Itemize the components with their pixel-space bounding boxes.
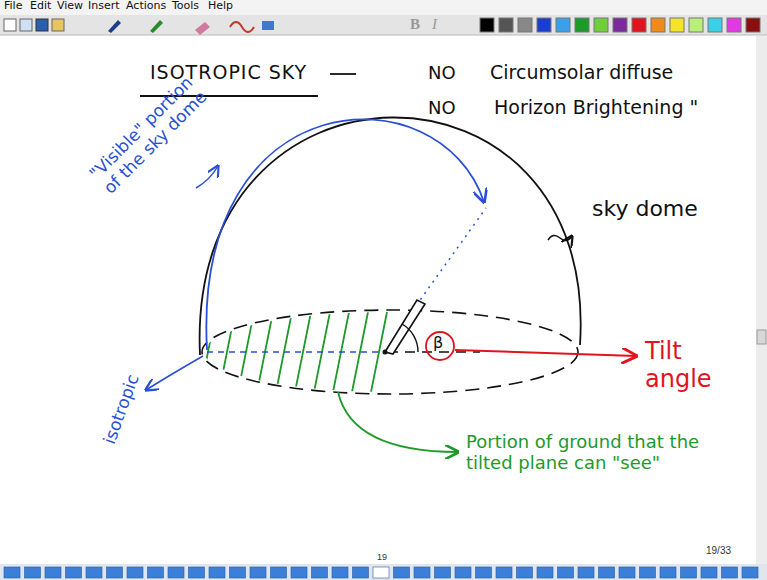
menu-item: Actions: [126, 0, 166, 13]
color-swatch: [499, 18, 513, 32]
leader-line: [548, 235, 572, 240]
color-swatch: [556, 18, 570, 32]
dash: [330, 73, 356, 75]
page-tile: [4, 567, 20, 578]
page-tile: [722, 567, 738, 578]
color-swatch: [670, 18, 684, 32]
note: Horizon Brightening ": [494, 97, 698, 119]
angle-circle: [426, 332, 454, 360]
menu-item: Tools: [172, 0, 199, 13]
color-swatch: [727, 18, 741, 32]
color-swatch: [689, 18, 703, 32]
color-palette: [480, 18, 760, 32]
angle-arc: [402, 324, 418, 352]
toolbar: [0, 15, 767, 35]
page-tile: [45, 567, 61, 578]
annotation: Portion of ground that the tilted plane …: [466, 432, 738, 473]
page-tile: [332, 567, 348, 578]
page-tile: [189, 567, 205, 578]
menu-item: Edit: [30, 0, 51, 13]
toolbar-icons: [4, 19, 274, 35]
leader-line: [455, 350, 636, 356]
page-tile: [660, 567, 676, 578]
page-tile: [435, 567, 451, 578]
leader-line: [146, 356, 203, 390]
page-tile: [537, 567, 553, 578]
page-tile: [373, 567, 389, 578]
page-tile: [394, 567, 410, 578]
page-tile: [558, 567, 574, 578]
tilted-plane: [385, 300, 425, 354]
annotation: sky dome: [592, 196, 698, 221]
page-tile: [107, 567, 123, 578]
page-tile: [517, 567, 533, 578]
menu-item: Insert: [88, 0, 120, 13]
italic-button: I: [432, 16, 437, 33]
note: NO: [428, 98, 456, 119]
color-swatch: [708, 18, 722, 32]
note: NO: [428, 63, 456, 84]
angle-symbol: β: [433, 334, 443, 352]
color-swatch: [594, 18, 608, 32]
page-tile: [271, 567, 287, 578]
color-swatch: [651, 18, 665, 32]
page-tile: [496, 567, 512, 578]
menu-bar: [0, 0, 767, 15]
page-tile: [578, 567, 594, 578]
annotation: Tilt angle: [645, 338, 735, 393]
color-swatch: [518, 18, 532, 32]
note: Circumsolar diffuse: [490, 62, 673, 84]
page-tile: [291, 567, 307, 578]
page-tile: [230, 567, 246, 578]
annotation: isotropic: [100, 372, 143, 447]
page-tile: [353, 567, 369, 578]
page-tile: [701, 567, 717, 578]
page-tile: [148, 567, 164, 578]
color-swatch: [537, 18, 551, 32]
page-tiles: [4, 567, 758, 578]
page-tile: [681, 567, 697, 578]
page-tile: [414, 567, 430, 578]
menu-item: File: [4, 0, 22, 13]
page-tile: [640, 567, 656, 578]
page-tile: [250, 567, 266, 578]
menu-item: View: [57, 0, 83, 13]
page-tile: [312, 567, 328, 578]
page-tile: [25, 567, 41, 578]
page-tile: [455, 567, 471, 578]
horizon-line: [207, 351, 385, 353]
page-tile: [619, 567, 635, 578]
annotation: "Visible" portion of the sky dome: [86, 64, 220, 198]
leader-line: [196, 166, 218, 188]
color-swatch: [632, 18, 646, 32]
color-swatch: [613, 18, 627, 32]
page-tile: [599, 567, 615, 578]
page-tile: [476, 567, 492, 578]
bold-button: B: [410, 16, 420, 33]
scrollbar: [756, 36, 767, 564]
page-tile: [168, 567, 184, 578]
page-tile: [127, 567, 143, 578]
color-swatch: [746, 18, 760, 32]
color-swatch: [480, 18, 494, 32]
menu-item: Help: [208, 0, 233, 13]
page-tile: [66, 567, 82, 578]
page-tile: [209, 567, 225, 578]
ground-hatching: [200, 312, 387, 392]
visible-arc: [206, 119, 484, 350]
page-tile: [742, 567, 758, 578]
sky-dome: [200, 117, 581, 355]
page-tile: [86, 567, 102, 578]
page-counter: 19/33: [706, 545, 731, 557]
status-bar: [0, 564, 767, 580]
page-number: 19: [377, 552, 387, 562]
color-swatch: [575, 18, 589, 32]
leader-line: [338, 392, 458, 452]
